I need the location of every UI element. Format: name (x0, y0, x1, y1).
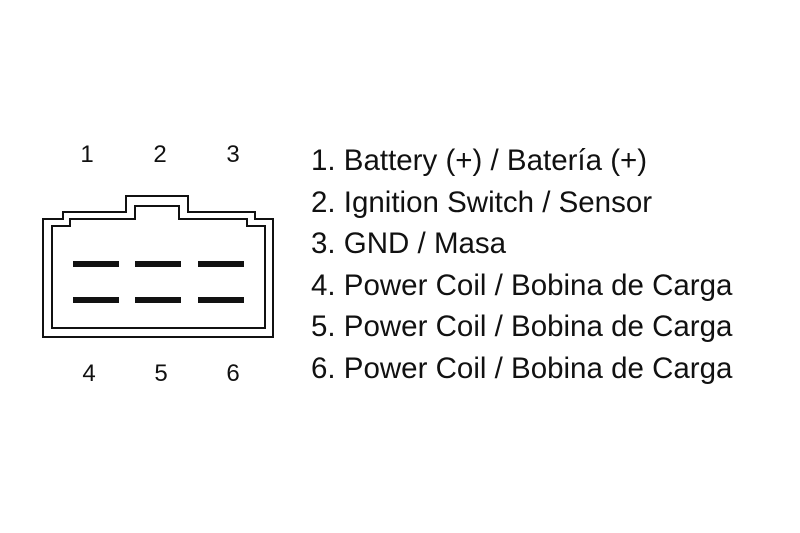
terminal-5 (135, 297, 181, 303)
pin-number-2: 2 (153, 141, 166, 168)
connector-housing-outer (42, 195, 274, 338)
legend-item-pin-6: 6. Power Coil / Bobina de Carga (311, 351, 733, 385)
terminal-4 (73, 297, 119, 303)
pinout-legend: 1. Battery (+) / Batería (+) 2. Ignition… (311, 140, 732, 389)
terminal-3 (198, 261, 244, 267)
pin-number-4: 4 (82, 360, 95, 387)
legend-item-pin-4: 4. Power Coil / Bobina de Carga (311, 268, 733, 302)
terminal-6 (198, 297, 244, 303)
terminal-1 (73, 261, 119, 267)
legend-item-pin-5: 5. Power Coil / Bobina de Carga (311, 310, 733, 343)
pin-number-6: 6 (226, 360, 239, 387)
legend-item-pin-2: 2. Ignition Switch / Sensor (311, 185, 653, 219)
pin-number-1: 1 (80, 141, 93, 168)
legend-item-pin-3: 3. GND / Masa (311, 227, 507, 260)
legend-item-pin-1: 1. Battery (+) / Batería (+) (311, 144, 648, 177)
terminal-2 (135, 261, 181, 267)
connector-housing-inner (51, 205, 266, 329)
pin-number-3: 3 (226, 141, 239, 168)
pin-number-5: 5 (154, 360, 167, 387)
